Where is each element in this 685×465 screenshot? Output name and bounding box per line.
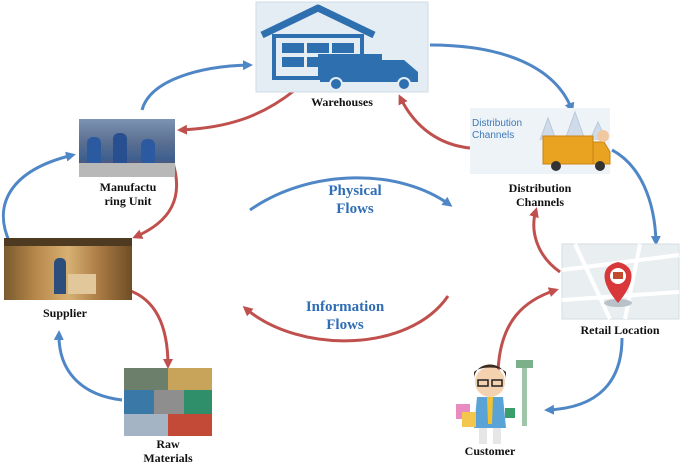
customer-label: Customer [464,444,516,458]
physical-arrow-manufacturing-to-warehouses [140,60,253,111]
retail-location-label: Retail Location [580,323,660,337]
manufacturing-unit-photo [79,119,175,177]
info-arrow-warehouses-to-manufacturing [177,88,296,135]
info-arrow-supplier-to-raw [127,288,173,369]
warehouses-label: Warehouses [311,95,373,109]
distribution-channels-label: Distribution Channels [490,181,590,209]
info-arrow-distribution-to-warehouses [398,94,471,150]
physical-arrow-distribution-to-retail [611,148,661,246]
raw-materials-label: Raw Materials [118,437,218,465]
physical-flows-arc [249,176,453,212]
supplier-label: Supplier [42,306,87,320]
distribution-truck-icon [470,108,611,174]
distribution-label-line1: Distribution [508,181,572,195]
raw-materials-label-line2: Materials [143,451,193,465]
info-arrow-manufacturing-to-supplier [132,159,179,239]
supplier-warehouse-photo [4,238,132,300]
physical-flows-line1: Physical [328,183,382,199]
customer-shopper-icon [456,360,533,444]
manufacturing-unit-label: Manufactu ring Unit [78,180,178,208]
physical-arrow-retail-to-customer [544,337,624,415]
physical-arrow-warehouses-to-distribution [429,43,575,113]
distribution-sign-line1: Distribution [472,118,523,129]
distribution-sign-line2: Channels [472,130,515,141]
info-arrow-customer-to-retail [496,287,559,373]
warehouse-truck-icon [255,1,429,93]
physical-flows-label: Physical Flows [300,182,410,218]
info-arrow-retail-to-distribution [529,207,561,274]
manufacturing-label-line1: Manufactu [99,180,157,194]
information-flows-label: Information Flows [280,298,410,334]
manufacturing-label-line2: ring Unit [104,194,152,208]
retail-map-pin-icon [561,243,680,320]
information-flows-arc [242,295,450,343]
physical-flows-line2: Flows [336,201,374,217]
physical-arrow-supplier-to-manufacturing [1,151,76,244]
physical-arrow-raw-to-supplier [53,330,123,402]
information-flows-line1: Information [305,299,385,315]
raw-materials-collage [124,368,212,436]
distribution-label-line2: Channels [515,195,565,209]
raw-materials-label-line1: Raw [156,437,180,451]
distribution-sign: Distribution Channels [472,118,542,142]
information-flows-line2: Flows [326,317,364,333]
